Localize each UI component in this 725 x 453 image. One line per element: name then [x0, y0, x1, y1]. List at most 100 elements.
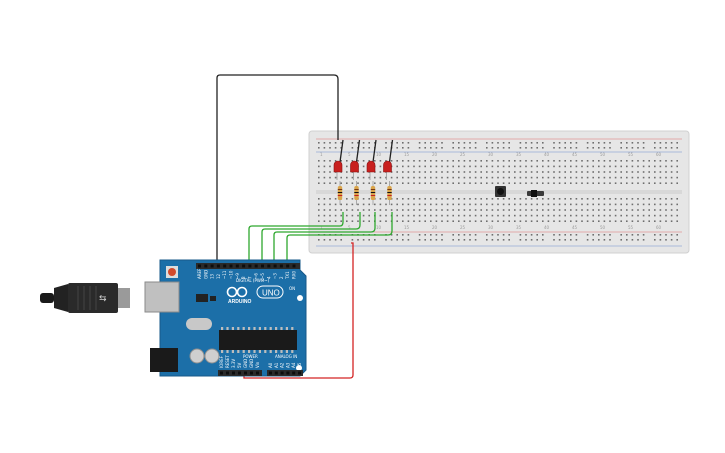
header-hole[interactable]	[216, 264, 220, 268]
breadboard-hole	[502, 182, 505, 184]
header-hole[interactable]	[261, 264, 264, 268]
breadboard-hole	[346, 160, 348, 162]
green-wire-led3[interactable]	[273, 212, 376, 265]
resistors[interactable]	[337, 181, 392, 205]
breadboard-hole	[502, 147, 505, 149]
breadboard-hole	[396, 220, 398, 222]
usb-chip	[196, 294, 208, 302]
breadboard-hole	[631, 160, 634, 162]
digital-header[interactable]	[196, 263, 300, 269]
led-ground-wire[interactable]	[339, 139, 344, 163]
breadboard-hole	[525, 220, 527, 222]
breadboard-hole	[626, 203, 628, 206]
breadboard-hole	[351, 220, 354, 222]
breadboard-hole	[665, 171, 667, 173]
header-hole[interactable]	[292, 264, 296, 268]
header-hole[interactable]	[204, 264, 208, 268]
header-hole[interactable]	[267, 264, 271, 268]
chip-pin	[264, 327, 267, 330]
green-wire-led1[interactable]	[248, 212, 344, 265]
breadboard-hole	[530, 239, 533, 241]
red-led[interactable]	[366, 160, 376, 173]
led-ground-wire[interactable]	[388, 139, 394, 163]
breadboard-hole	[413, 209, 415, 211]
breadboard-hole	[435, 214, 438, 217]
header-hole[interactable]	[256, 371, 259, 375]
header-hole[interactable]	[254, 264, 258, 268]
breadboard-hole	[469, 239, 471, 241]
breadboard-hole	[592, 234, 594, 236]
header-hole[interactable]	[286, 264, 290, 268]
breadboard-hole	[519, 165, 522, 168]
header-hole[interactable]	[273, 264, 277, 268]
header-hole[interactable]	[274, 371, 278, 375]
header-hole[interactable]	[226, 371, 229, 375]
breadboard-hole	[458, 176, 460, 179]
breadboard-hole	[609, 182, 611, 184]
red-led[interactable]	[333, 160, 343, 173]
header-hole[interactable]	[250, 371, 253, 375]
breadboard-hole	[396, 234, 398, 236]
header-hole[interactable]	[244, 371, 247, 375]
header-hole[interactable]	[269, 371, 272, 375]
pushbutton[interactable]	[495, 186, 506, 197]
breadboard-hole	[407, 171, 410, 173]
green-wire-led4[interactable]	[286, 212, 393, 265]
breadboard-hole	[351, 142, 354, 144]
breadboard-hole	[547, 165, 550, 168]
breadboard-hole	[502, 239, 505, 241]
green-wire-led2[interactable]	[261, 212, 361, 265]
header-hole[interactable]	[232, 371, 235, 375]
resistor-band	[337, 189, 343, 190]
breadboard-hole	[497, 176, 499, 179]
black-wire-ground[interactable]	[216, 74, 339, 268]
breadboard-hole	[424, 142, 426, 144]
header-hole[interactable]	[292, 371, 296, 375]
wires[interactable]	[216, 74, 393, 379]
red-led[interactable]	[383, 160, 392, 173]
breadboard-hole	[536, 209, 538, 211]
pushbutton-cap[interactable]	[497, 188, 504, 195]
header-hole[interactable]	[210, 264, 214, 268]
reset-button[interactable]	[168, 268, 176, 276]
pin-label: A2	[280, 362, 285, 368]
header-hole[interactable]	[235, 264, 239, 268]
breadboard-hole	[620, 171, 622, 173]
breadboard-hole	[575, 176, 578, 179]
red-led[interactable]	[350, 160, 359, 173]
slide-switch[interactable]	[527, 190, 544, 197]
header-hole[interactable]	[238, 371, 241, 375]
red-wire-power[interactable]	[243, 242, 354, 379]
usb-cable[interactable]: ⇆	[40, 283, 130, 313]
header-hole[interactable]	[298, 371, 301, 375]
leds[interactable]	[333, 139, 394, 180]
breadboard-hole	[542, 160, 544, 162]
column-number: 45	[572, 225, 578, 230]
breadboard-hole	[329, 203, 331, 206]
breadboard-hole	[334, 209, 337, 211]
breadboard-hole	[323, 198, 326, 200]
slide-switch-toggle[interactable]	[531, 190, 537, 197]
header-hole[interactable]	[248, 264, 252, 268]
led-ground-wire[interactable]	[355, 139, 361, 163]
header-hole[interactable]	[286, 371, 290, 375]
breadboard-hole	[642, 214, 645, 217]
breadboard-hole	[435, 165, 438, 168]
analog-header[interactable]	[267, 370, 303, 376]
breadboard-hole	[318, 176, 320, 179]
header-hole[interactable]	[220, 371, 223, 375]
header-hole[interactable]	[229, 264, 233, 268]
header-hole[interactable]	[279, 264, 283, 268]
header-hole[interactable]	[242, 264, 246, 268]
header-hole[interactable]	[198, 264, 201, 268]
header-hole[interactable]	[223, 264, 227, 268]
breadboard-hole	[530, 209, 533, 211]
breadboard-hole	[575, 142, 578, 144]
breadboard-hole	[642, 142, 645, 144]
led-ground-wire[interactable]	[372, 139, 377, 163]
header-hole[interactable]	[280, 371, 284, 375]
breadboard-hole	[665, 165, 667, 168]
breadboard-hole	[334, 176, 337, 179]
